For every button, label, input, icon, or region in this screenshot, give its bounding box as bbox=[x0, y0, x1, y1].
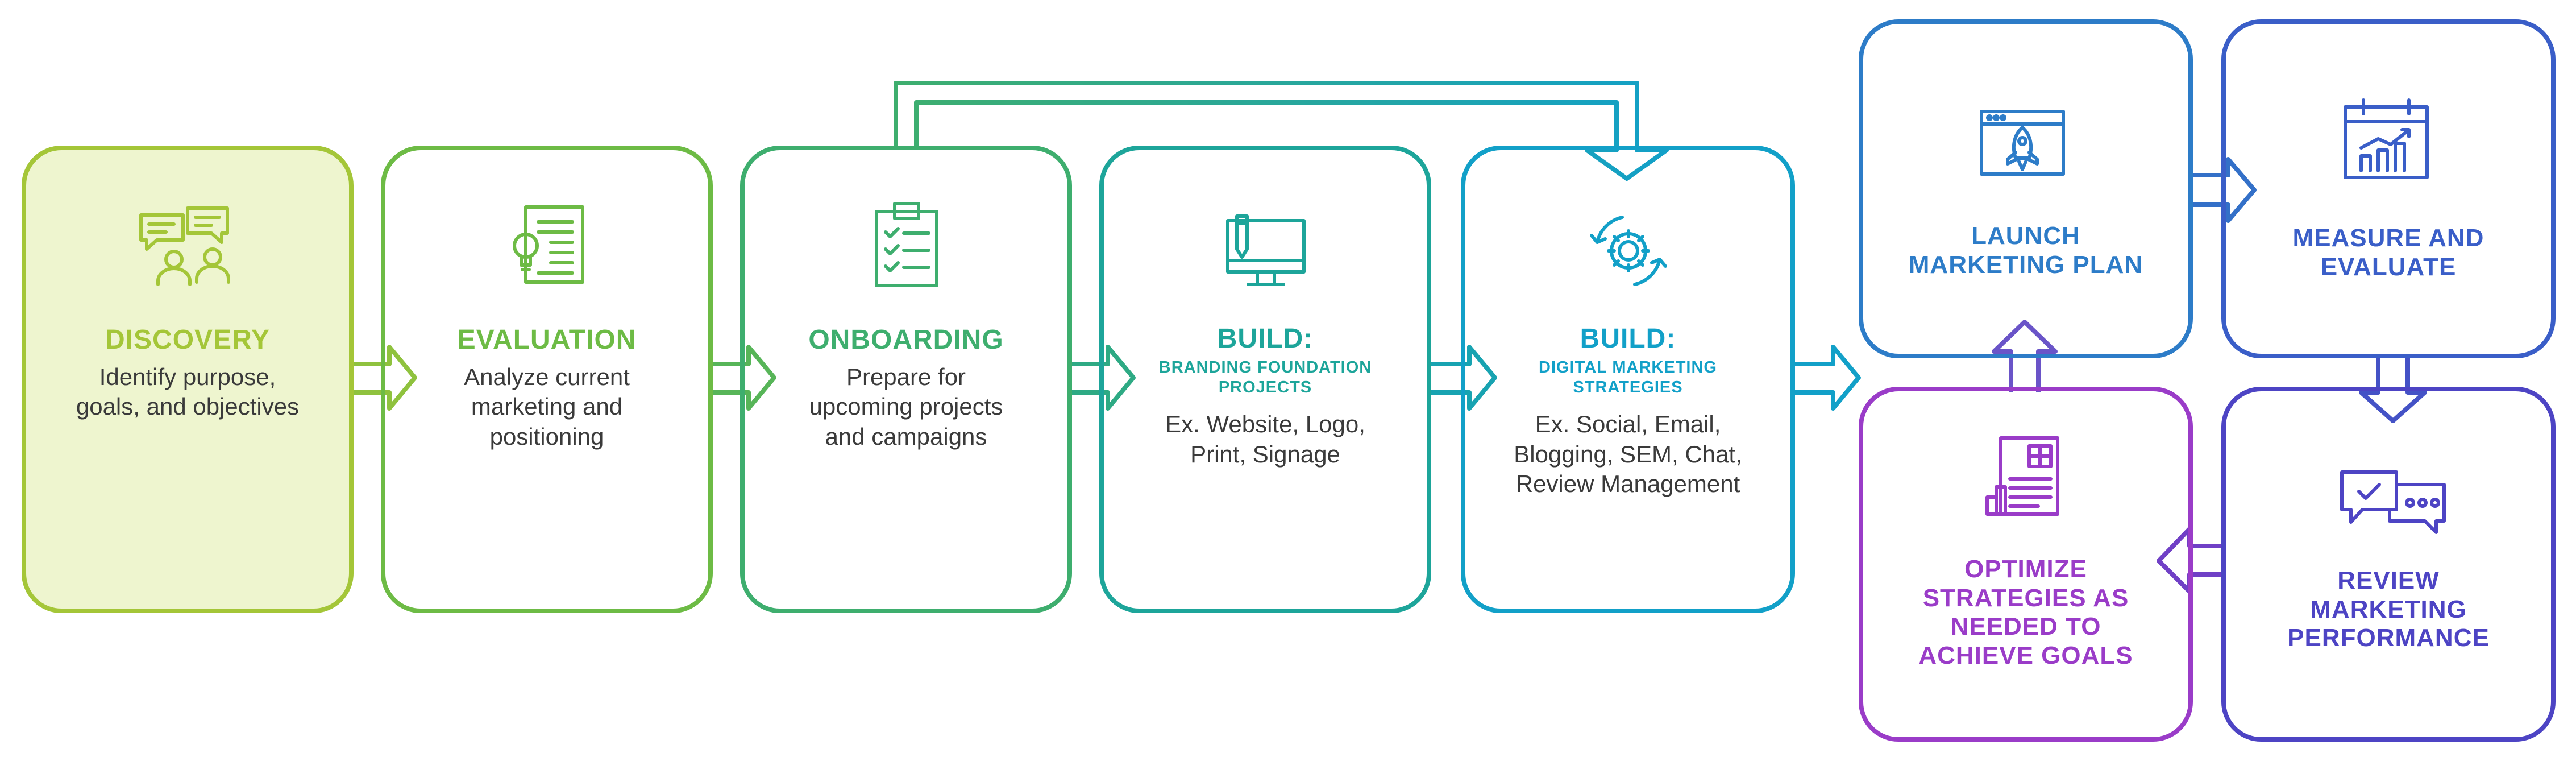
step-title: BUILD: bbox=[1217, 324, 1314, 354]
cycle-launch: LAUNCH MARKETING PLAN bbox=[1859, 222, 2193, 279]
cycle-box-measure bbox=[2221, 19, 2556, 358]
clipboard-checklist-icon bbox=[875, 202, 938, 287]
arrow-optimize-to-launch bbox=[1992, 320, 2058, 392]
chat-people-icon bbox=[139, 206, 230, 286]
step-subtitle: BRANDING FOUNDATION PROJECTS bbox=[1158, 358, 1372, 396]
monitor-pencil-icon bbox=[1226, 214, 1306, 286]
chat-review-icon bbox=[2340, 470, 2446, 534]
step-box-build-branding bbox=[1099, 146, 1431, 613]
step-description: Ex. Social, Email, Blogging, SEM, Chat, … bbox=[1514, 411, 1742, 498]
step-description: Analyze current marketing and positionin… bbox=[464, 363, 630, 450]
step-onboarding: ONBOARDING Prepare for upcoming projects… bbox=[740, 325, 1072, 452]
step-description: Ex. Website, Logo, Print, Signage bbox=[1165, 411, 1365, 468]
step-box-evaluation bbox=[381, 146, 713, 613]
arrow-launch-to-measure bbox=[2192, 157, 2257, 223]
skip-loop-connector bbox=[894, 81, 1669, 181]
gear-cycle-icon bbox=[1590, 216, 1667, 286]
step-description: Prepare for upcoming projects and campai… bbox=[809, 363, 1003, 450]
step-box-onboarding bbox=[740, 146, 1072, 613]
document-lightbulb-icon bbox=[513, 205, 584, 284]
cycle-box-review bbox=[2221, 387, 2556, 742]
rocket-browser-icon bbox=[1980, 110, 2065, 176]
cycle-box-optimize bbox=[1859, 387, 2193, 742]
arrow-evaluation-to-onboarding bbox=[712, 345, 776, 411]
cycle-measure: MEASURE AND EVALUATE bbox=[2221, 224, 2556, 282]
step-box-build-digital bbox=[1461, 146, 1795, 613]
cycle-title: REVIEW MARKETING PERFORMANCE bbox=[2287, 566, 2490, 652]
arrow-onboarding-to-build1 bbox=[1071, 345, 1136, 411]
cycle-optimize: OPTIMIZE STRATEGIES AS NEEDED TO ACHIEVE… bbox=[1859, 555, 2193, 670]
step-title: EVALUATION bbox=[457, 325, 637, 355]
step-discovery: DISCOVERY Identify purpose, goals, and o… bbox=[22, 325, 354, 422]
arrow-build1-to-build2 bbox=[1430, 345, 1497, 411]
cycle-box-launch bbox=[1859, 19, 2193, 358]
step-build-branding: BUILD: BRANDING FOUNDATION PROJECTS Ex. … bbox=[1099, 324, 1431, 469]
step-build-digital: BUILD: DIGITAL MARKETING STRATEGIES Ex. … bbox=[1461, 324, 1795, 499]
cycle-review: REVIEW MARKETING PERFORMANCE bbox=[2221, 566, 2556, 653]
step-title: DISCOVERY bbox=[105, 325, 270, 355]
cycle-title: LAUNCH MARKETING PLAN bbox=[1908, 222, 2143, 279]
calendar-chart-icon bbox=[2344, 98, 2429, 179]
arrow-build2-to-cycle bbox=[1794, 345, 1861, 411]
report-chart-icon bbox=[1985, 436, 2059, 516]
step-subtitle: DIGITAL MARKETING STRATEGIES bbox=[1539, 358, 1717, 396]
step-title: BUILD: bbox=[1580, 324, 1676, 354]
cycle-title: OPTIMIZE STRATEGIES AS NEEDED TO ACHIEVE… bbox=[1918, 555, 2133, 669]
step-description: Identify purpose, goals, and objectives bbox=[76, 363, 300, 420]
cycle-title: MEASURE AND EVALUATE bbox=[2292, 224, 2484, 281]
arrow-measure-to-review bbox=[2359, 358, 2427, 423]
arrow-discovery-to-evaluation bbox=[352, 345, 417, 411]
step-evaluation: EVALUATION Analyze current marketing and… bbox=[381, 325, 713, 452]
step-title: ONBOARDING bbox=[808, 325, 1004, 355]
